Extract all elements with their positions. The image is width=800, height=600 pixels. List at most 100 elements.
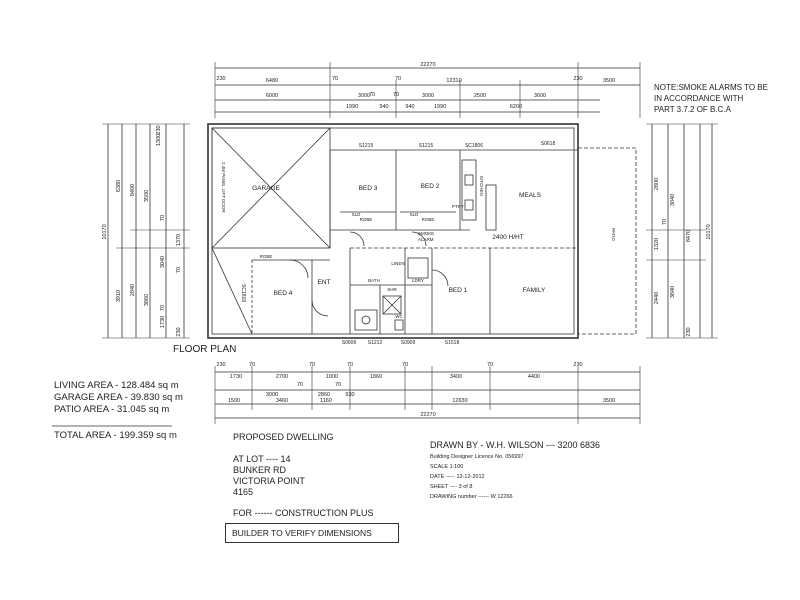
dim-bot-r2-2: 2860 — [318, 392, 330, 398]
dim-left-6: 1370 — [176, 234, 182, 246]
bed4-hip-line — [211, 247, 253, 335]
dim-left-13: 1730 — [160, 316, 166, 328]
dim-left-5: 70 — [160, 215, 166, 221]
designer-licence: Building Designer Licence No. 056997 — [430, 454, 524, 460]
room-label-ptry: PTRY — [452, 204, 464, 209]
window-label-top-4: S0618 — [541, 141, 556, 147]
dim-top-r1-1: 12310 — [446, 78, 461, 84]
dim-bot-r2-0: 3000 — [266, 392, 278, 398]
dim-top-r3-0: 1990 — [346, 104, 358, 110]
dim-left-10: 3910 — [116, 290, 122, 302]
dim-bot-r1-4: 70 — [309, 362, 315, 368]
window-label-top-3: SC1806 — [465, 143, 483, 149]
room-label-ldry: LDRY — [412, 278, 424, 283]
project-title: PROPOSED DWELLING — [233, 432, 334, 442]
shower-base — [382, 295, 402, 315]
dim-right-4: 2440 — [654, 292, 660, 304]
room-label-meals: MEALS — [519, 192, 542, 199]
dim-bot-r2-3: 70 — [335, 382, 341, 388]
dim-right-8: 230 — [686, 327, 692, 336]
dim-bot-r2-1: 70 — [297, 382, 303, 388]
project-postcode: 4165 — [233, 487, 254, 497]
project-lot: AT LOT ---- 14 — [233, 454, 291, 464]
note-line-3: PART 3.7.2 OF B.C.A — [654, 105, 731, 114]
dim-top-r2-3: 3000 — [358, 93, 370, 99]
window-label-left: SC1818 — [240, 284, 246, 302]
dim-top-r2-6: 2500 — [474, 93, 486, 99]
drawing-number: DRAWING number ------ W 12266 — [430, 494, 513, 500]
dim-top-r3-2: 940 — [379, 104, 388, 110]
room-label-bed4: BED 4 — [274, 290, 293, 297]
dim-top-r3-5: 1990 — [434, 104, 446, 110]
cooktop — [464, 199, 474, 211]
dim-top-r2-7: 3600 — [534, 93, 546, 99]
window-label-bottom-2: S1212 — [368, 340, 383, 346]
sheet-number: SHEET ---- 3 of 8 — [430, 484, 473, 490]
room-label-garage: GARAGE — [252, 185, 280, 192]
dim-top-r3-3: 70 — [393, 92, 399, 98]
toilet — [394, 319, 404, 331]
dim-left-2: 3500 — [144, 190, 150, 202]
dim-bot-r3-1: 3460 — [276, 398, 288, 404]
dim-left-total: 10170 — [102, 224, 108, 239]
dim-top-r3-4: 940 — [405, 104, 414, 110]
dim-right-6: 8470 — [686, 230, 692, 242]
dim-bot-r1-5: 1000 — [326, 374, 338, 380]
dim-bot-r1-12: 230 — [573, 362, 582, 368]
smoke-alarm-line2: ALARM — [418, 237, 434, 242]
dim-top-r1-0: 6480 — [266, 78, 278, 84]
dim-right-1: 70 — [662, 219, 668, 225]
dim-bot-r1-9: 3400 — [450, 374, 462, 380]
dim-top-r2-5: 3000 — [422, 93, 434, 99]
dim-top-r1-2: 3500 — [603, 78, 615, 84]
dim-left-7: 3040 — [160, 256, 166, 268]
dim-bot-r1-7: 1860 — [370, 374, 382, 380]
window-label-top-1: S1215 — [359, 143, 374, 149]
room-label-shr: SHR — [387, 287, 397, 292]
dim-bot-r1-8: 70 — [402, 362, 408, 368]
dim-bot-r2-4: 930 — [345, 392, 354, 398]
sld-label-bed2: SLD — [410, 212, 420, 217]
dim-top-total: 22270 — [420, 62, 435, 68]
room-label-bed3: BED 3 — [359, 185, 378, 192]
kitchen-island — [485, 184, 497, 231]
sink — [464, 174, 474, 186]
door-swing-bed4 — [289, 259, 309, 279]
robe-label-bed2: ROBE — [422, 217, 435, 222]
basin — [361, 315, 371, 325]
door-swing-bed1 — [431, 269, 449, 287]
area-row-garage: GARAGE AREA - 39.830 sq m — [54, 392, 183, 403]
dim-left-0: 230 — [156, 125, 162, 134]
dim-right-total: 10170 — [706, 224, 712, 239]
dim-top-r2-8: 230 — [573, 76, 582, 82]
dim-top-r2-0: 230 — [216, 76, 225, 82]
room-label-patio: PATIO — [611, 228, 616, 241]
window-label-bottom-4: S1518 — [445, 340, 460, 346]
drawing-scale: SCALE 1:100 — [430, 464, 464, 470]
room-label-family: FAMILY — [523, 287, 546, 294]
project-for: FOR ------ CONSTRUCTION PLUS — [233, 508, 374, 518]
dim-left-1: 1300 — [156, 134, 162, 146]
laundry-tub — [407, 257, 429, 279]
house-inner-wall — [211, 127, 575, 335]
dim-left-4: 6380 — [116, 180, 122, 192]
project-suburb: VICTORIA POINT — [233, 476, 305, 486]
kitchen-bench — [461, 159, 477, 221]
door-swing-bed3 — [349, 231, 365, 247]
drawn-by: DRAWN BY - W.H. WILSON --- 3200 6836 — [430, 440, 601, 450]
drawn-by-details: Building Designer Licence No. 056997 SCA… — [430, 452, 524, 502]
dim-top-r3-1: 70 — [369, 92, 375, 98]
dim-bot-r3-4: 3500 — [603, 398, 615, 404]
dim-left-12: 70 — [160, 305, 166, 311]
sld-label-bed3: SLD — [352, 212, 362, 217]
door-swing-bed2 — [411, 231, 427, 247]
bath-tub — [354, 309, 378, 331]
note-line-2: IN ACCORDANCE WITH — [654, 94, 744, 103]
garage-diagonal-2 — [211, 127, 331, 249]
dim-bot-r3-0: 1500 — [228, 398, 240, 404]
dim-left-9: 2840 — [130, 284, 136, 296]
room-label-kitchen: KITCHEN — [479, 176, 484, 196]
patio-outline — [577, 147, 637, 335]
dim-right-5: 3840 — [670, 286, 676, 298]
